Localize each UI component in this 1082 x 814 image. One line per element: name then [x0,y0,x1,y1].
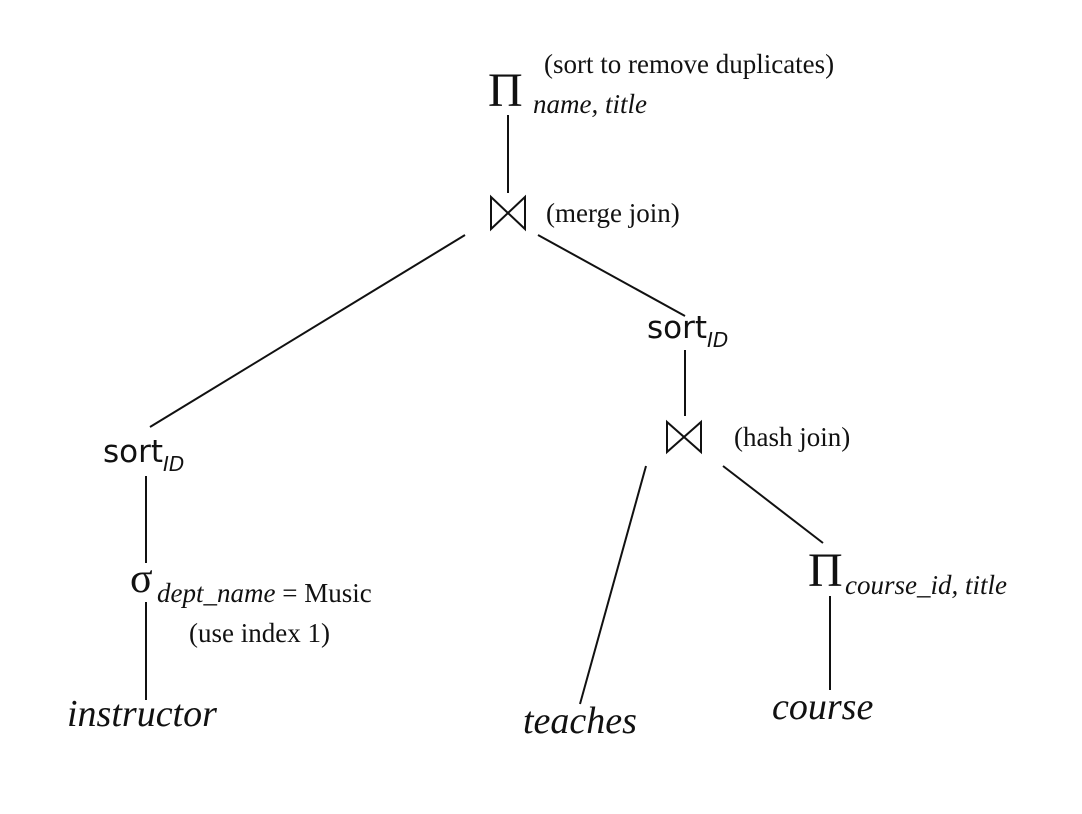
hash-join-symbol [666,419,702,455]
edge-merge-join-to-left-sort [149,234,466,428]
course-projection-subscript: course_id, title [845,570,1007,600]
selection-subscript: dept_name [157,578,275,608]
leaf-course: course [772,686,873,728]
plan-edges [145,115,831,705]
edge-hash-join-to-teaches [579,465,647,705]
root-projection-subscript: name, title [533,89,647,119]
root-projection-node: Π name, title (sort to remove duplicates… [488,49,834,119]
merge-join-note: (merge join) [546,198,680,228]
edge-merge-join-to-right-sort [537,234,686,317]
course-projection-node: Π course_id, title [808,544,1007,600]
selection-condition: = Music [275,578,371,608]
merge-join-node: (merge join) [490,194,680,232]
course-projection-symbol: Π [808,544,843,597]
edge-hash-join-to-course-projection [722,465,824,544]
right-sort-node: sortID [647,310,728,352]
right-sort-subscript: ID [707,328,728,352]
leaf-relations: instructor teaches course [67,686,873,742]
leaf-instructor: instructor [67,693,217,735]
root-projection-symbol: Π [488,64,523,117]
selection-node: σ dept_name = Music (use index 1) [130,556,372,648]
right-sort-label: sortID [647,310,728,352]
leaf-teaches: teaches [523,700,637,742]
selection-condition-label: dept_name = Music [157,578,372,608]
right-sort-word: sort [647,310,707,346]
selection-note: (use index 1) [189,618,330,648]
left-sort-node: sortID [103,434,184,476]
hash-join-note: (hash join) [734,422,850,452]
left-sort-word: sort [103,434,163,470]
merge-join-symbol [490,194,526,232]
hash-join-node: (hash join) [666,419,850,455]
root-projection-note: (sort to remove duplicates) [544,49,834,79]
left-sort-label: sortID [103,434,184,476]
selection-symbol: σ [130,556,153,602]
left-sort-subscript: ID [163,452,184,476]
